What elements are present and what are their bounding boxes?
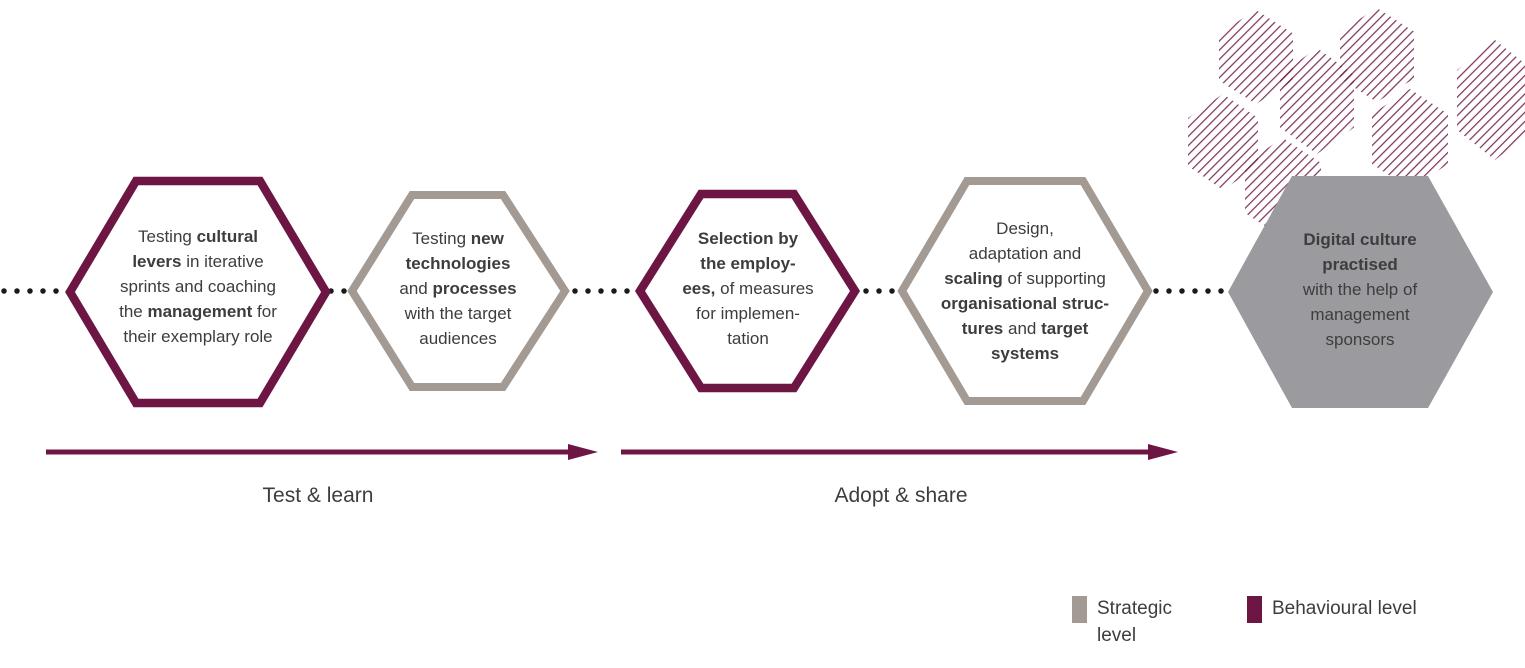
hatched-hexagon: [1188, 94, 1258, 190]
text-line: Testing cultural: [138, 227, 258, 246]
hexagon-label-selection-by-employees: Selection by the employ- ees, of measure…: [643, 226, 853, 351]
legend-strategic-label: Strategic level: [1097, 598, 1172, 646]
text-line: Digital culture: [1303, 230, 1417, 249]
text-line: sprints and coaching: [120, 277, 276, 296]
text-line: scaling of supporting: [944, 269, 1106, 288]
hexagon-label-testing-cultural-levers: Testing cultural levers in iterative spr…: [78, 224, 318, 349]
hatched-hexagon: [1457, 40, 1525, 160]
legend-behavioural-label: Behavioural level: [1272, 598, 1417, 619]
hexagon-testing-new-technologies: [347, 191, 570, 391]
text-line: with the target: [404, 304, 512, 323]
text-line: systems: [990, 344, 1060, 363]
hexagon-testing-cultural-levers: [65, 176, 331, 408]
arrow-head: [1148, 444, 1178, 460]
hexagon-label-digital-culture-practised: Digital culture practised with the help …: [1250, 227, 1470, 352]
phase-label-test-learn: Test & learn: [262, 484, 374, 507]
text-line: technologies: [405, 254, 511, 273]
text-line: tures and target: [961, 319, 1089, 338]
phase-arrow-test-learn: [46, 444, 598, 460]
text-line: Design,: [996, 219, 1054, 238]
text-line: management: [1310, 305, 1410, 324]
text-line: organisational struc-: [940, 294, 1110, 313]
phase-label-adopt-share: Adopt & share: [834, 484, 968, 507]
hatched-hexagon: [1340, 8, 1414, 102]
text-line: the employ-: [700, 254, 796, 273]
text-line: Selection by: [697, 229, 799, 248]
legend-behavioural-marker: [1247, 596, 1262, 623]
text-line: sponsors: [1325, 330, 1395, 349]
text-line: the management for: [119, 302, 277, 321]
hexagon-digital-culture-practised: [1228, 176, 1493, 408]
text-line: with the help of: [1302, 280, 1418, 299]
text-line: audiences: [419, 329, 497, 348]
text-line: ees, of measures: [682, 279, 814, 298]
hatched-hexagon: [1280, 48, 1354, 154]
hexagon-design-adaptation-scaling: [897, 177, 1153, 405]
arrow-head: [568, 444, 598, 460]
hexagon-label-testing-new-technologies: Testing new technologies and processes w…: [348, 226, 568, 351]
text-line: adaptation and: [968, 244, 1082, 263]
text-line: their exemplary role: [123, 327, 273, 346]
text-line: for implemen-: [696, 304, 800, 323]
text-line: Testing new: [412, 229, 504, 248]
hatched-hexagon: [1372, 89, 1448, 189]
text-line: practised: [1322, 255, 1398, 274]
hatched-hexagon: [1219, 10, 1293, 104]
legend-strategic-marker: [1072, 596, 1087, 623]
text-line: and processes: [399, 279, 517, 298]
hexagon-selection-by-employees: [634, 189, 861, 393]
text-line: levers in iterative: [132, 252, 264, 271]
hexagon-label-design-adaptation-scaling: Design, adaptation and scaling of suppor…: [905, 216, 1145, 366]
phase-arrow-adopt-share: [621, 444, 1178, 460]
text-line: tation: [727, 329, 769, 348]
